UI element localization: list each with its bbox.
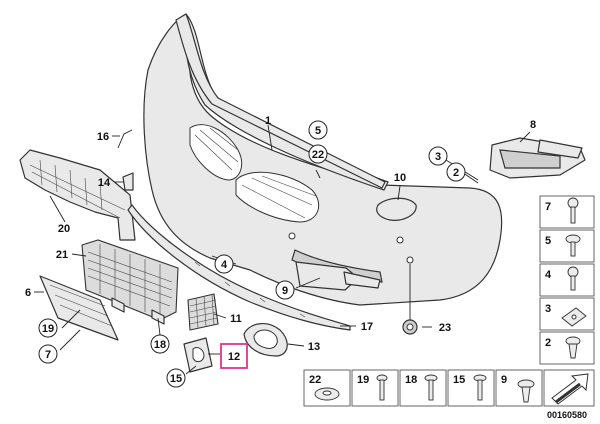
callout-18-circle — [150, 334, 170, 354]
callout-23: 23 — [439, 322, 451, 334]
bottom-legend-cell-1 — [351, 369, 399, 407]
fog-frame-small[interactable] — [183, 337, 213, 373]
side-legend-cell-4 — [539, 331, 595, 365]
bottom-legend-label-3: 15 — [453, 374, 465, 386]
tapping-screw-icon — [424, 374, 438, 401]
callout-22: 22 — [312, 149, 324, 161]
expansion-rivet-icon — [565, 336, 581, 359]
bumper-cover[interactable] — [143, 13, 503, 306]
callout-21: 21 — [56, 249, 68, 261]
bottom-legend-cell-3 — [447, 369, 495, 407]
screw-icon — [567, 197, 579, 224]
bottom-legend-label-4: 9 — [501, 374, 507, 386]
bottom-legend-label-0: 22 — [309, 374, 321, 386]
callout-13: 13 — [308, 341, 320, 353]
callout-15-circle — [166, 368, 186, 388]
callout-19-circle — [38, 318, 58, 338]
bumper-carrier[interactable] — [19, 149, 136, 241]
bottom-legend-label-2: 18 — [405, 374, 417, 386]
callout-3: 3 — [435, 151, 441, 163]
callout-7-circle — [38, 344, 58, 364]
callout-18: 18 — [154, 339, 166, 351]
callout-1: 1 — [265, 115, 271, 127]
parking-sensor[interactable] — [402, 319, 418, 335]
callout-11: 11 — [230, 313, 242, 325]
side-bracket[interactable] — [489, 137, 586, 179]
callout-4-circle — [214, 254, 234, 274]
bolt-washer-icon — [565, 234, 581, 257]
top-trim-strip[interactable] — [175, 13, 386, 189]
callout-3-circle — [428, 146, 448, 166]
callout-22-circle — [308, 144, 328, 164]
center-grille[interactable] — [81, 239, 179, 325]
side-grille-left[interactable] — [187, 293, 219, 331]
callout-10: 10 — [394, 172, 406, 184]
side-legend-label-0: 7 — [545, 201, 551, 213]
side-legend-label-1: 5 — [545, 235, 551, 247]
bottom-legend-cell-2 — [399, 369, 447, 407]
callout-16: 16 — [97, 131, 109, 143]
bottom-legend-label-1: 19 — [357, 374, 369, 386]
side-legend-label-4: 2 — [545, 337, 551, 349]
diagram-id: 00160580 — [547, 410, 587, 420]
callout-19: 19 — [42, 323, 54, 335]
small-bracket[interactable] — [122, 172, 134, 191]
callout-5: 5 — [315, 125, 321, 137]
clip-nut-icon — [561, 307, 587, 327]
side-legend-cell-0 — [539, 195, 595, 229]
direction-arrow-icon — [551, 373, 589, 405]
callout-5-circle — [308, 120, 328, 140]
side-legend-label-2: 4 — [545, 269, 552, 281]
wire-clip[interactable] — [117, 129, 133, 149]
callout-6: 6 — [25, 287, 31, 299]
license-plate-base[interactable] — [39, 275, 119, 341]
callout-7: 7 — [45, 349, 51, 361]
side-legend-cell-1 — [539, 229, 595, 263]
lower-spoiler-strip[interactable] — [127, 204, 351, 331]
callout-labels: 1 5 22 8 3 2 10 16 14 20 21 4 9 6 19 7 1… — [25, 115, 536, 388]
callout-15: 15 — [170, 373, 182, 385]
bottom-legend: 22 19 18 15 9 — [303, 369, 595, 420]
hex-bolt-icon — [473, 374, 487, 401]
callout-2: 2 — [453, 167, 459, 179]
callout-2-circle — [446, 162, 466, 182]
side-legend-cell-2 — [539, 263, 595, 297]
callout-8: 8 — [530, 119, 536, 131]
callout-9-circle — [275, 280, 295, 300]
callout-9: 9 — [282, 285, 288, 297]
callout-12: 12 — [228, 351, 240, 363]
callout-17: 17 — [361, 321, 373, 333]
callout-12-highlight-box — [220, 343, 248, 369]
grommet-icon — [314, 387, 340, 401]
side-legend-label-3: 3 — [545, 303, 551, 315]
side-legend: 7 5 4 3 2 — [539, 195, 595, 365]
bottom-legend-cell-4 — [495, 369, 543, 407]
callout-14: 14 — [98, 177, 111, 189]
center-bracket[interactable] — [295, 261, 381, 291]
fog-bezel-ring[interactable] — [243, 323, 288, 357]
pan-head-screw-icon — [376, 374, 388, 401]
callout-20: 20 — [58, 223, 70, 235]
callout-4: 4 — [221, 259, 228, 271]
push-clip-icon — [517, 379, 535, 403]
hex-screw-icon — [567, 266, 579, 291]
